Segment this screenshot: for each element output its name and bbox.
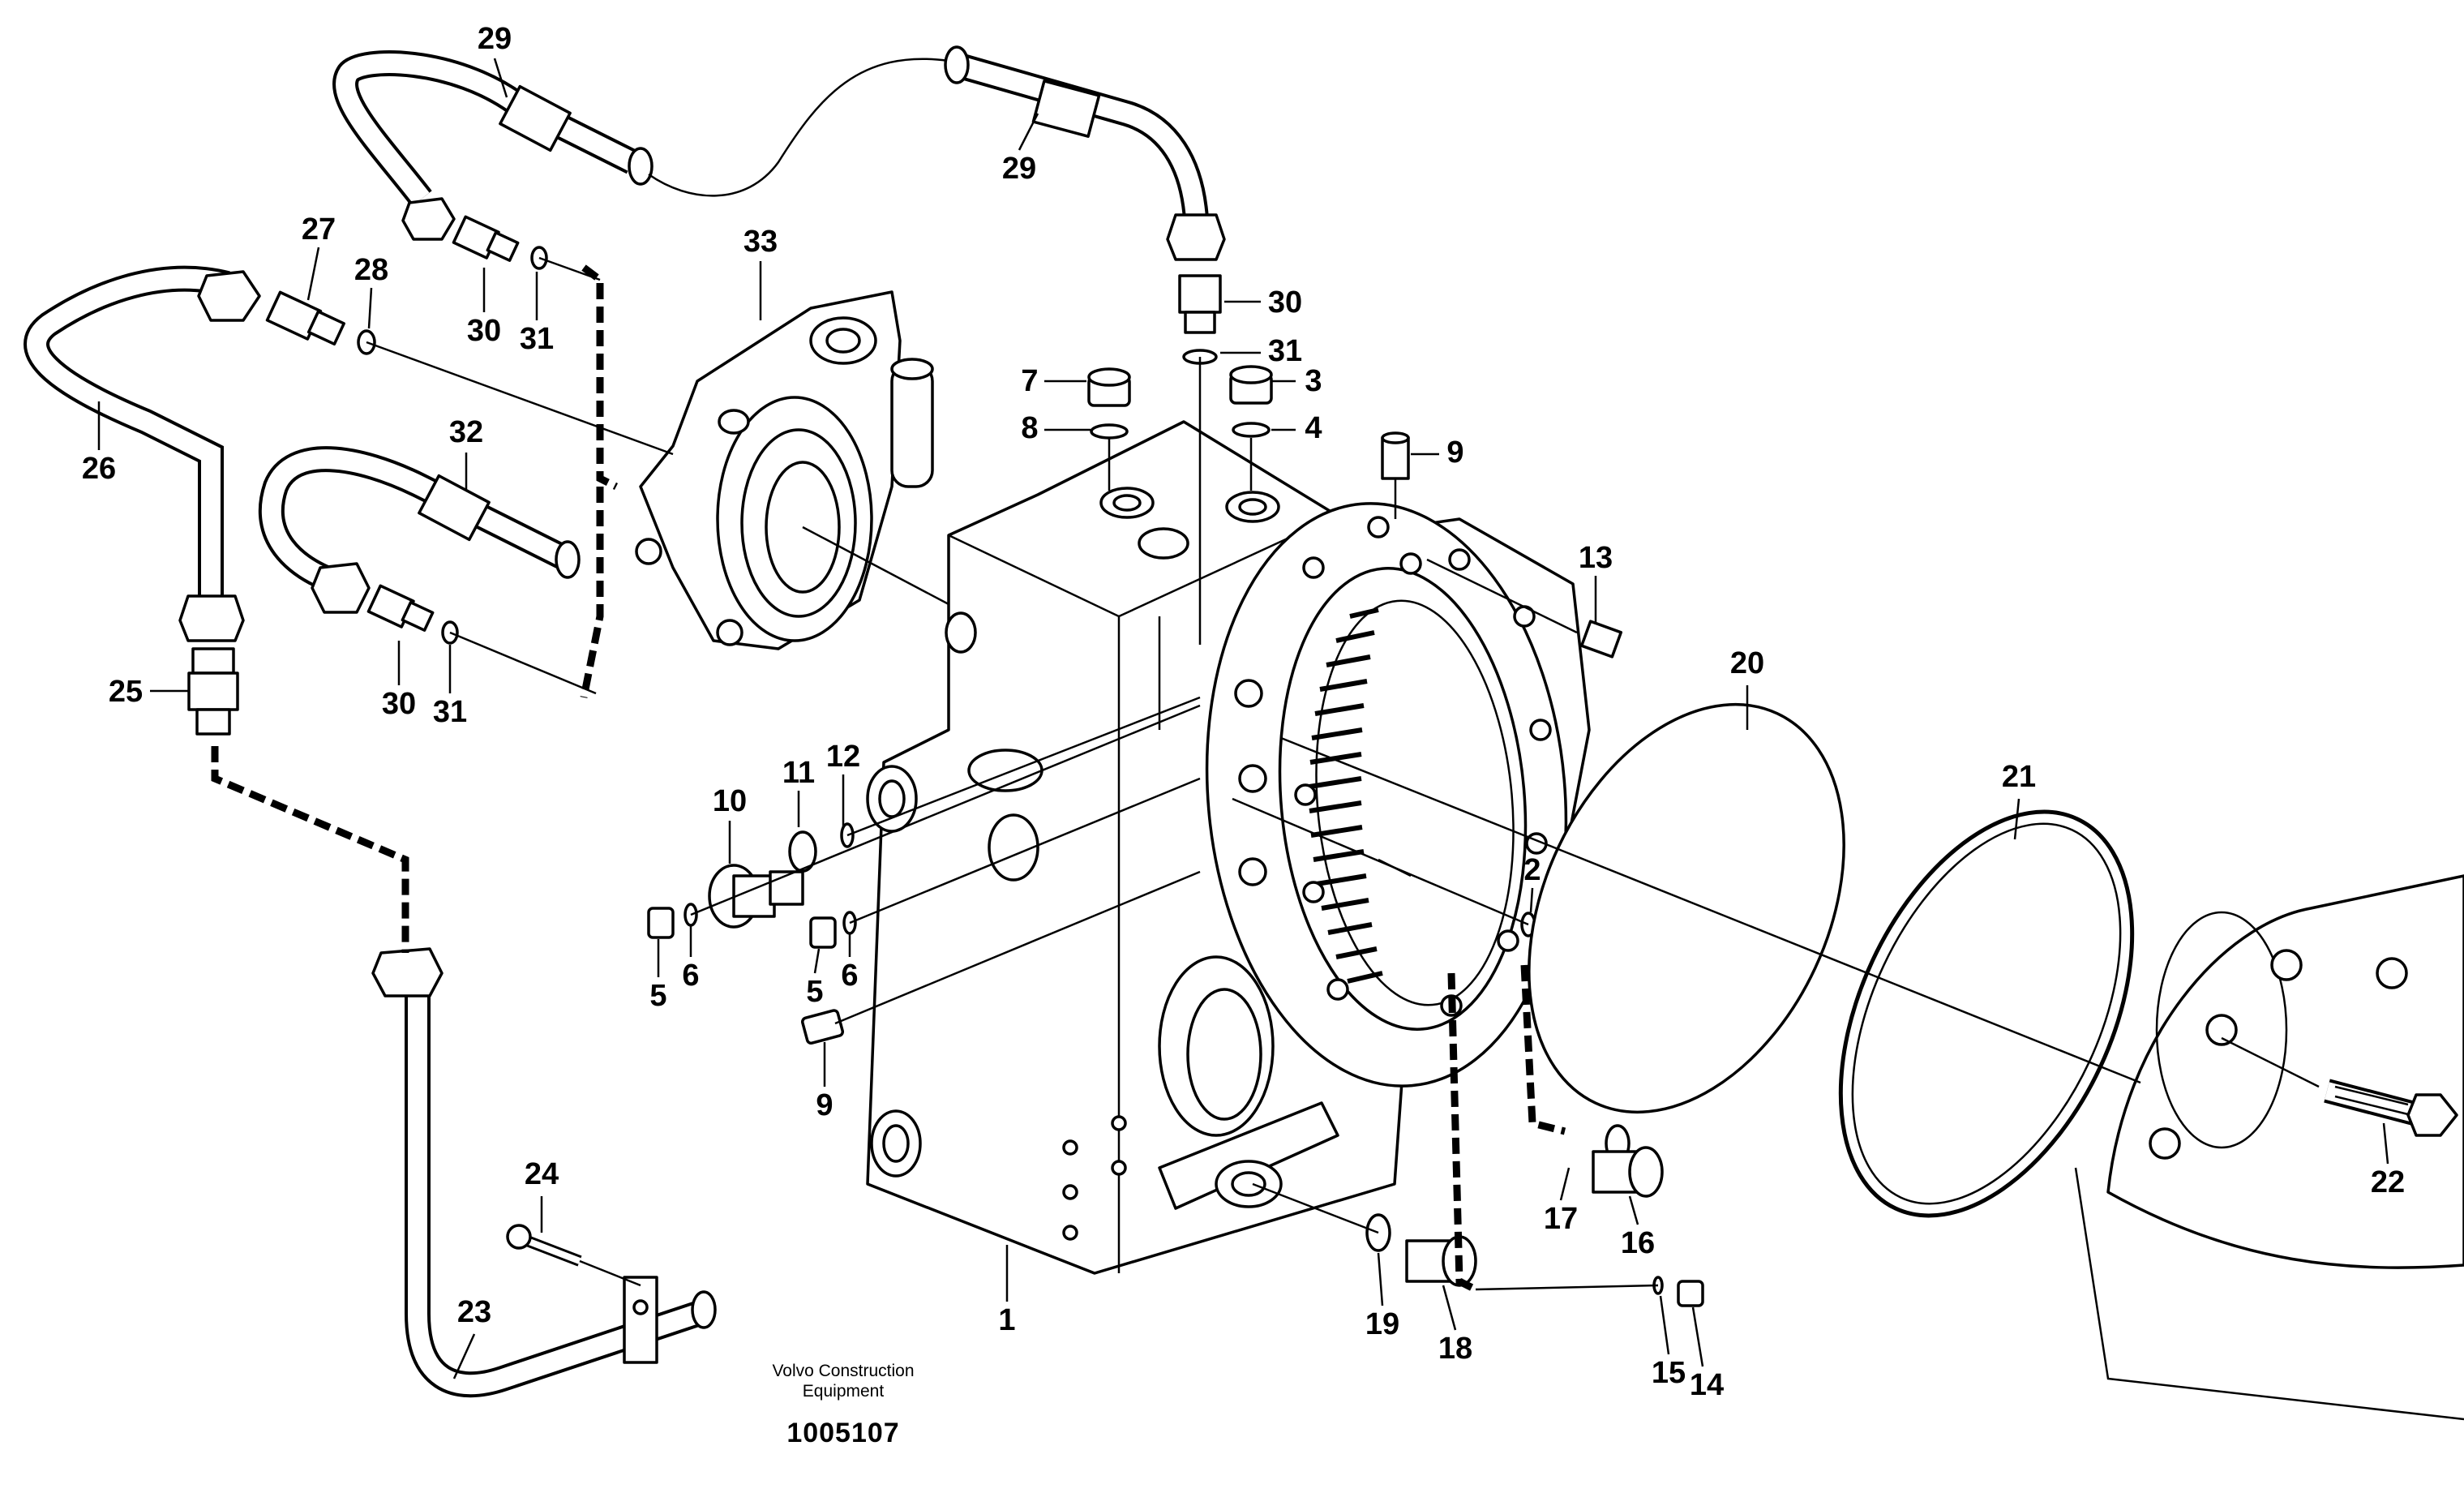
callout-31-top: 31 xyxy=(520,322,554,356)
valve-10 xyxy=(708,822,855,929)
caption-company: Volvo Construction xyxy=(772,1362,914,1380)
pump-33 xyxy=(635,290,934,650)
callout-33: 33 xyxy=(743,225,778,259)
hose-29-right xyxy=(944,45,1226,261)
callout-4: 4 xyxy=(1305,411,1322,445)
callout-32: 32 xyxy=(449,415,483,449)
o-ring-21 xyxy=(1838,809,2135,1218)
plug-7 xyxy=(1087,367,1131,440)
callout-2: 2 xyxy=(1523,853,1541,887)
leader-lines xyxy=(366,256,2320,1291)
plug-13 xyxy=(1579,620,1623,659)
callout-13: 13 xyxy=(1579,541,1613,575)
callout-30-right: 30 xyxy=(1268,285,1302,320)
callout-14: 14 xyxy=(1690,1368,1724,1402)
callout-6-left: 6 xyxy=(682,959,699,993)
callout-9-lower: 9 xyxy=(816,1088,833,1122)
callout-30-mid: 30 xyxy=(382,687,416,721)
plug-5-left xyxy=(647,903,698,939)
callout-25: 25 xyxy=(109,675,143,709)
callout-labels: 1 2 3 4 7 8 9 9 13 10 11 12 5 6 5 6 14 xyxy=(82,22,2405,1402)
callout-20: 20 xyxy=(1730,646,1764,680)
hose-32 xyxy=(258,446,581,614)
callout-5-left: 5 xyxy=(649,979,666,1013)
callout-5-mid: 5 xyxy=(806,975,823,1009)
callout-24: 24 xyxy=(525,1157,559,1191)
callout-28: 28 xyxy=(354,253,388,287)
callout-11: 11 xyxy=(782,756,815,790)
bolt-22 xyxy=(2324,1079,2458,1137)
plug-16 xyxy=(1592,1124,1664,1198)
callout-3: 3 xyxy=(1305,364,1322,398)
callout-8: 8 xyxy=(1021,411,1038,445)
caption-company-line2: Equipment xyxy=(803,1382,885,1401)
plug-9-lower xyxy=(801,1009,845,1045)
hose-29-left xyxy=(332,50,949,207)
callout-10: 10 xyxy=(713,784,747,818)
callout-6-mid: 6 xyxy=(841,959,858,993)
callout-31-mid: 31 xyxy=(433,695,467,729)
plug-14 xyxy=(1652,1276,1704,1307)
callout-17: 17 xyxy=(1544,1202,1578,1236)
callout-30-top: 30 xyxy=(467,314,501,348)
fitting-30-right xyxy=(1178,274,1222,365)
callout-29-right: 29 xyxy=(1002,152,1036,186)
callout-1: 1 xyxy=(998,1303,1015,1337)
callout-22: 22 xyxy=(2371,1165,2405,1199)
ring-gear-flange xyxy=(1205,502,1568,1088)
caption: Volvo Construction Equipment 1005107 xyxy=(772,1362,914,1448)
plug-18 xyxy=(1365,1213,1477,1287)
callout-27: 27 xyxy=(302,212,336,247)
drawing-number: 1005107 xyxy=(786,1418,899,1448)
callout-21: 21 xyxy=(2002,760,2036,794)
callout-9-top: 9 xyxy=(1446,435,1463,470)
callout-12: 12 xyxy=(826,740,860,774)
fitting-30-mid xyxy=(366,584,459,645)
callout-16: 16 xyxy=(1621,1226,1655,1260)
hose-23 xyxy=(371,947,717,1398)
mating-housing xyxy=(2074,874,2464,1421)
plug-3 xyxy=(1229,365,1273,438)
hose-26 xyxy=(24,265,261,642)
callout-18: 18 xyxy=(1438,1332,1472,1366)
callout-29-left: 29 xyxy=(478,22,512,56)
gear-teeth xyxy=(1309,607,1383,984)
callout-15: 15 xyxy=(1652,1356,1686,1390)
callout-23: 23 xyxy=(457,1295,491,1329)
plug-9-top xyxy=(1381,431,1410,480)
bolt-24 xyxy=(506,1224,641,1287)
fitting-27 xyxy=(265,290,376,355)
fitting-30-top xyxy=(401,197,548,270)
fitting-25 xyxy=(187,647,239,736)
callout-7: 7 xyxy=(1021,364,1038,398)
dashed-connectors xyxy=(211,264,1566,1294)
callout-26: 26 xyxy=(82,452,116,486)
callout-31-right: 31 xyxy=(1268,334,1302,368)
callout-19: 19 xyxy=(1365,1307,1399,1341)
